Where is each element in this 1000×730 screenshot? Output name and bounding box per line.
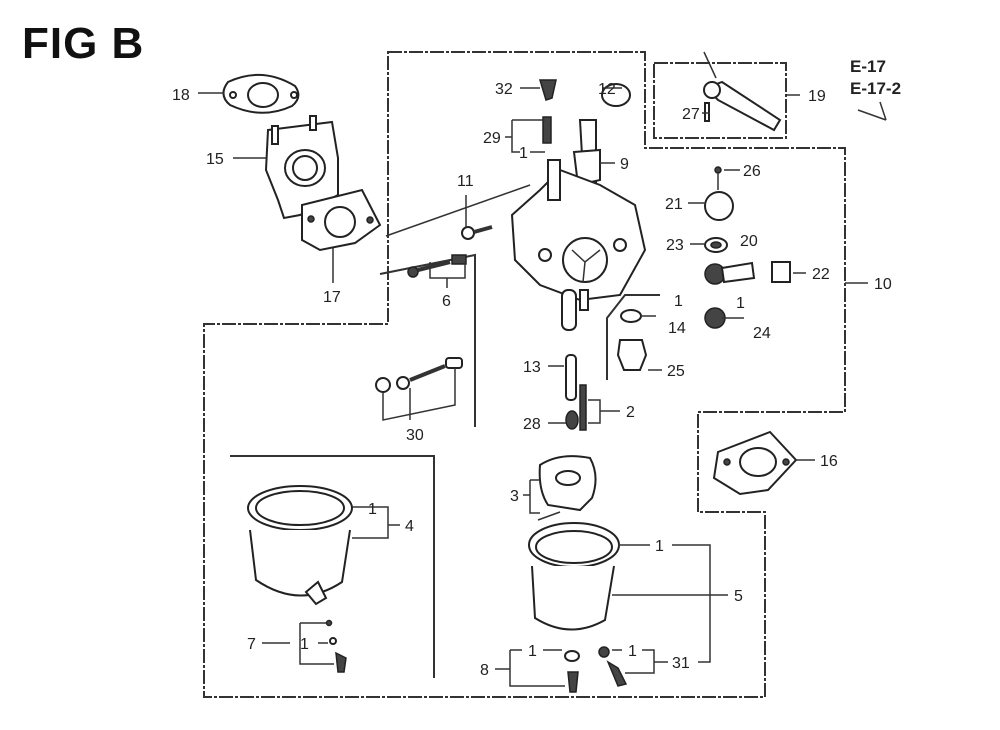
jet-group-bracket — [606, 294, 660, 380]
part-12-cap[interactable] — [601, 83, 631, 107]
part-28-spring[interactable] — [565, 410, 579, 430]
callout-1-spring[interactable]: 1 — [736, 295, 745, 312]
reference-e17-2[interactable]: E-17-2 — [850, 79, 902, 98]
part-21-cover[interactable] — [704, 191, 734, 221]
callout-25[interactable]: 25 — [667, 363, 685, 380]
part-27-pin[interactable] — [704, 102, 710, 122]
part-15-carb-insulator[interactable] — [264, 115, 339, 220]
reference-labels: E-17 E-17-2 — [850, 56, 901, 100]
callout-13[interactable]: 13 — [523, 359, 541, 376]
reference-arrow-icon — [857, 101, 887, 121]
callout-14[interactable]: 14 — [668, 320, 686, 337]
callout-7[interactable]: 7 — [247, 636, 256, 653]
screw-set-box-30 — [379, 253, 476, 427]
callout-11[interactable]: 11 — [457, 173, 474, 190]
callout-labels: 18 15 17 32 12 29 1 9 11 6 27 19 26 21 2… — [172, 81, 892, 679]
leader-lines — [198, 87, 868, 687]
part-26-screw[interactable] — [714, 166, 722, 190]
callout-1-drain-left[interactable]: 1 — [300, 636, 309, 653]
part-5-float-chamber[interactable] — [528, 522, 620, 631]
callout-16[interactable]: 16 — [820, 453, 838, 470]
callout-4[interactable]: 4 — [405, 518, 414, 535]
carburetor-body[interactable] — [510, 159, 647, 331]
part-23-o-ring[interactable] — [704, 237, 728, 253]
callout-17[interactable]: 17 — [323, 289, 341, 306]
part-25-main-jet[interactable] — [616, 339, 648, 371]
callout-23[interactable]: 23 — [666, 237, 684, 254]
callout-30[interactable]: 30 — [406, 427, 424, 444]
part-11-screw[interactable] — [461, 225, 493, 240]
part-9-choke-valve[interactable] — [572, 119, 601, 191]
callout-1-throttle[interactable]: 1 — [519, 145, 528, 162]
part-30-screw-set[interactable] — [375, 357, 463, 393]
part-29-screw[interactable] — [542, 116, 552, 144]
callout-12[interactable]: 12 — [598, 81, 616, 98]
callout-28[interactable]: 28 — [523, 416, 541, 433]
part-17-carb-gasket[interactable] — [301, 188, 382, 252]
callout-20[interactable]: 20 — [740, 233, 758, 250]
callout-2[interactable]: 2 — [626, 404, 635, 421]
part-8-drain-screw[interactable] — [564, 650, 580, 693]
callout-10[interactable]: 10 — [874, 276, 892, 293]
callout-1-drain-right[interactable]: 1 — [528, 643, 537, 660]
part-13-needle[interactable] — [565, 354, 577, 401]
part-18-insulator-gasket[interactable] — [222, 73, 300, 114]
callout-24[interactable]: 24 — [753, 325, 771, 342]
part-16-gasket[interactable] — [712, 430, 798, 496]
callout-5[interactable]: 5 — [734, 588, 743, 605]
callout-8[interactable]: 8 — [480, 662, 489, 679]
callout-1-chamber-left[interactable]: 1 — [368, 501, 377, 518]
callout-27[interactable]: 27 — [682, 106, 700, 123]
part-14-washer[interactable] — [620, 309, 642, 323]
callout-6[interactable]: 6 — [442, 293, 451, 310]
callout-9[interactable]: 9 — [620, 156, 629, 173]
part-7-drain-screw[interactable] — [325, 619, 347, 673]
callout-1-washer[interactable]: 1 — [674, 293, 683, 310]
callout-15[interactable]: 15 — [206, 151, 224, 168]
part-32-choke-lever[interactable] — [538, 79, 557, 101]
part-2-float-valve[interactable] — [579, 384, 587, 431]
callout-22[interactable]: 22 — [812, 266, 830, 283]
part-20-choke-knob[interactable] — [704, 261, 756, 285]
callout-32[interactable]: 32 — [495, 81, 513, 98]
part-19-throttle-lever[interactable] — [703, 51, 782, 132]
throttle-lever-box — [653, 62, 787, 139]
assembly-boundary-10 — [203, 51, 846, 698]
callout-26[interactable]: 26 — [743, 163, 761, 180]
part-31-bolt[interactable] — [598, 646, 628, 687]
part-3-float[interactable] — [537, 455, 597, 521]
part-22-clip[interactable] — [771, 261, 791, 283]
callout-31[interactable]: 31 — [672, 655, 690, 672]
callout-1-chamber-right[interactable]: 1 — [655, 538, 664, 555]
callout-1-bolt[interactable]: 1 — [628, 643, 637, 660]
callout-29[interactable]: 29 — [483, 130, 501, 147]
callout-18[interactable]: 18 — [172, 87, 190, 104]
part-4-float-chamber[interactable] — [247, 485, 353, 606]
callout-3[interactable]: 3 — [510, 488, 519, 505]
callout-21[interactable]: 21 — [665, 196, 683, 213]
float-chamber-box-4 — [230, 455, 435, 678]
reference-e17[interactable]: E-17 — [850, 57, 886, 76]
figure-title: FIG B — [22, 19, 145, 68]
callout-19[interactable]: 19 — [808, 88, 826, 105]
part-6-pilot-screw[interactable] — [407, 254, 467, 278]
